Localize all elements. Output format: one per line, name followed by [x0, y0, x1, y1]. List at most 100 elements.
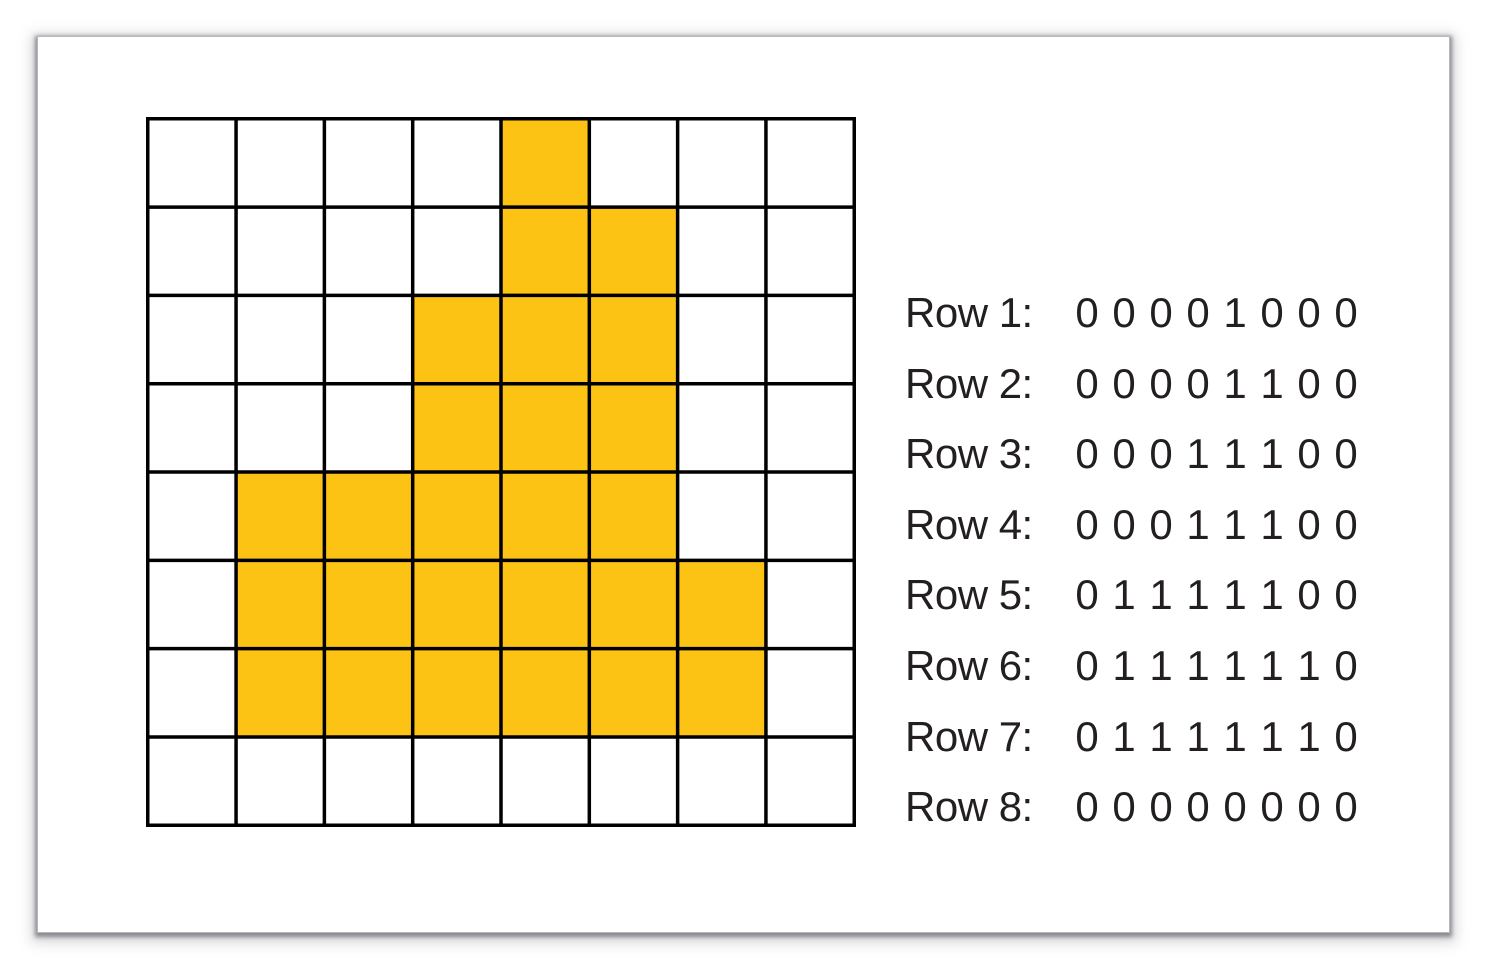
bit: 0 — [1075, 430, 1099, 478]
grid-cell-empty — [236, 295, 325, 384]
grid-cell-empty — [501, 736, 590, 826]
row-label: Row 7: — [905, 712, 1033, 760]
grid-cell-empty — [324, 295, 413, 384]
bit: 0 — [1075, 289, 1099, 336]
pixel-grid — [146, 117, 856, 827]
grid-cell-empty — [677, 118, 766, 208]
grid-cell-empty — [147, 207, 237, 296]
grid-cell-empty — [236, 207, 325, 296]
bit: 0 — [1334, 289, 1358, 336]
row-encoding: Row 5: 0 1 1 1 1 1 0 0 — [905, 569, 1375, 640]
bit: 1 — [1223, 430, 1247, 478]
grid-cell-filled — [501, 295, 590, 384]
row-label: Row 5: — [905, 571, 1033, 619]
bit: 0 — [1223, 783, 1247, 831]
grid-cell-empty — [236, 118, 325, 208]
bit: 0 — [1297, 783, 1321, 831]
grid-cell-empty — [324, 736, 413, 826]
bit: 0 — [1149, 430, 1173, 478]
bit: 1 — [1149, 641, 1173, 689]
grid-cell-empty — [765, 560, 855, 649]
grid-cell-filled — [677, 560, 766, 649]
bit: 0 — [1112, 500, 1136, 548]
grid-cell-empty — [236, 736, 325, 826]
bit: 0 — [1297, 359, 1321, 407]
grid-cell-filled — [236, 472, 325, 561]
grid-cell-filled — [677, 648, 766, 737]
grid-cell-filled — [412, 295, 501, 384]
row-encoding: Row 6: 0 1 1 1 1 1 1 0 — [905, 640, 1375, 711]
grid-cell-empty — [765, 383, 855, 472]
row-label: Row 6: — [905, 641, 1033, 689]
bit: 1 — [1297, 712, 1321, 760]
row-label: Row 8: — [905, 783, 1033, 831]
grid-cell-empty — [589, 736, 678, 826]
row-label: Row 3: — [905, 430, 1033, 478]
bit: 0 — [1149, 289, 1173, 336]
bit: 0 — [1260, 289, 1284, 336]
grid-cell-filled — [412, 648, 501, 737]
grid-cell-empty — [412, 207, 501, 296]
grid-cell-empty — [147, 736, 237, 826]
bit: 0 — [1297, 571, 1321, 619]
grid-cell-empty — [677, 736, 766, 826]
bit: 0 — [1075, 712, 1099, 760]
row-label: Row 2: — [905, 359, 1033, 407]
bit: 1 — [1112, 712, 1136, 760]
grid-cell-filled — [324, 648, 413, 737]
bit: 1 — [1112, 571, 1136, 619]
grid-cell-filled — [501, 472, 590, 561]
row-encoding: Row 1: 0 0 0 0 1 0 0 0 — [905, 287, 1375, 358]
bit: 1 — [1260, 712, 1284, 760]
grid-cell-empty — [324, 207, 413, 296]
bit: 0 — [1334, 571, 1358, 619]
bit: 0 — [1112, 783, 1136, 831]
grid-cell-empty — [765, 295, 855, 384]
grid-cell-empty — [412, 118, 501, 208]
bit: 0 — [1075, 359, 1099, 407]
grid-cell-empty — [765, 736, 855, 826]
bit: 0 — [1260, 783, 1284, 831]
row-bits: 0 1 1 1 1 1 0 0 — [1075, 569, 1358, 621]
bit: 1 — [1260, 641, 1284, 689]
grid-cell-filled — [236, 560, 325, 649]
grid-cell-empty — [147, 383, 237, 472]
row-encoding: Row 8: 0 0 0 0 0 0 0 0 — [905, 781, 1375, 852]
grid-cell-filled — [236, 648, 325, 737]
bit: 0 — [1186, 783, 1210, 831]
bit: 0 — [1112, 289, 1136, 336]
row-encoding: Row 3: 0 0 0 1 1 1 0 0 — [905, 428, 1375, 499]
bit: 0 — [1186, 289, 1210, 336]
row-label: Row 1: — [905, 289, 1033, 336]
grid-cell-filled — [589, 560, 678, 649]
grid-cell-filled — [589, 207, 678, 296]
grid-cell-empty — [147, 560, 237, 649]
bit: 0 — [1297, 289, 1321, 336]
grid-cell-filled — [501, 383, 590, 472]
grid-cell-filled — [589, 295, 678, 384]
grid-cell-empty — [765, 648, 855, 737]
bit: 1 — [1260, 359, 1284, 407]
grid-cell-empty — [147, 295, 237, 384]
grid-cell-filled — [412, 472, 501, 561]
grid-cell-empty — [147, 118, 237, 208]
bit: 0 — [1334, 641, 1358, 689]
bit: 0 — [1334, 783, 1358, 831]
bit: 0 — [1334, 712, 1358, 760]
row-encoding: Row 7: 0 1 1 1 1 1 1 0 — [905, 711, 1375, 782]
bit: 1 — [1149, 712, 1173, 760]
grid-cell-empty — [324, 383, 413, 472]
bit: 0 — [1334, 359, 1358, 407]
grid-cell-empty — [412, 736, 501, 826]
bit: 0 — [1186, 359, 1210, 407]
bit: 1 — [1186, 641, 1210, 689]
grid-cell-empty — [324, 118, 413, 208]
grid-cell-filled — [589, 383, 678, 472]
bit: 0 — [1075, 500, 1099, 548]
grid-cell-empty — [765, 472, 855, 561]
bit: 0 — [1075, 783, 1099, 831]
row-encoding: Row 2: 0 0 0 0 1 1 0 0 — [905, 358, 1375, 429]
row-label: Row 4: — [905, 500, 1033, 548]
bit: 0 — [1075, 641, 1099, 689]
row-bits: 0 0 0 1 1 1 0 0 — [1075, 499, 1358, 551]
